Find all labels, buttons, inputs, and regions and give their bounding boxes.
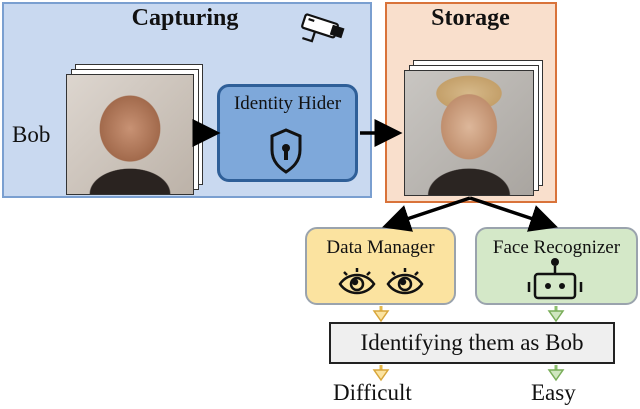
shield-lock-icon <box>270 128 302 174</box>
identity-hider-box: Identity Hider <box>217 84 358 182</box>
storage-title: Storage <box>431 5 510 31</box>
stored-face-image <box>404 70 534 196</box>
arrow-identify-to-difficult <box>372 365 390 382</box>
capturing-title: Capturing <box>131 5 239 31</box>
arrow-storage-to-data-manager <box>382 196 471 232</box>
camera-icon <box>301 13 345 43</box>
robot-icon <box>527 258 583 300</box>
arrow-face-recognizer-to-identify <box>547 306 565 323</box>
eye-icon <box>338 268 376 295</box>
arrow-data-manager-to-identify <box>372 306 390 323</box>
captured-face-image <box>66 74 194 195</box>
identification-box: Identifying them as Bob <box>329 322 615 364</box>
arrow-identify-to-easy <box>547 365 565 382</box>
data-manager-box: Data Manager <box>305 227 456 305</box>
face-recognizer-label: Face Recognizer <box>492 237 621 258</box>
data-manager-label: Data Manager <box>326 237 435 258</box>
identity-hider-label: Identity Hider <box>233 93 342 114</box>
person-label: Bob <box>12 122 51 147</box>
difficult-label: Difficult <box>333 380 412 405</box>
easy-label: Easy <box>531 380 576 405</box>
face-recognizer-box: Face Recognizer <box>475 227 638 305</box>
arrow-storage-to-face-recognizer <box>469 196 558 232</box>
eye-icon <box>386 268 424 295</box>
